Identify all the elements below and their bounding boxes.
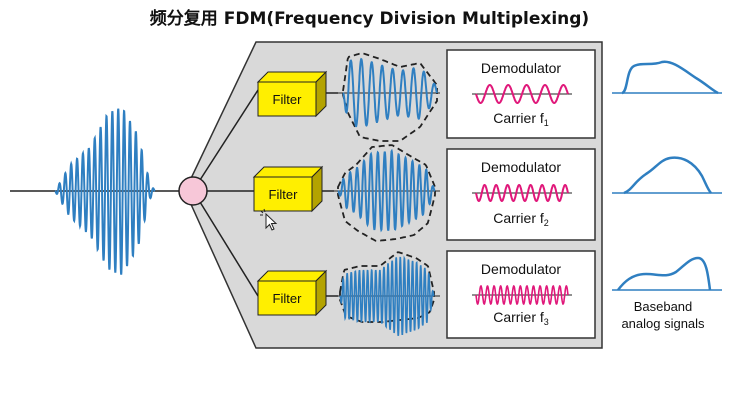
filter-1: Filter (256, 70, 328, 118)
filter-1-label: Filter (273, 92, 303, 107)
demodulator-1: Demodulator Carrier f1 (446, 49, 596, 139)
baseband-output-1 (612, 60, 722, 95)
branch-lines (199, 89, 259, 297)
composite-signal (54, 108, 156, 275)
demodulator-3: Demodulator Carrier f3 (446, 250, 596, 339)
demodulator-1-label: Demodulator (481, 60, 561, 76)
carrier-2-label: Carrier f2 (493, 210, 549, 228)
filter-3-label: Filter (273, 291, 303, 306)
filter-3: Filter (256, 269, 328, 317)
baseband-caption-line2: analog signals (621, 316, 705, 331)
baseband-output-3 (612, 256, 722, 291)
baseband-caption-line1: Baseband (634, 299, 693, 314)
baseband-output-2 (612, 156, 722, 195)
filter-2-label: Filter (269, 187, 299, 202)
carrier-wave-3 (475, 284, 569, 306)
junction-node (178, 176, 208, 206)
band-signal-1 (338, 52, 440, 142)
demodulator-2-label: Demodulator (481, 159, 561, 175)
carrier-wave-2 (475, 184, 569, 202)
band-signal-3 (334, 251, 440, 336)
page-title: 频分复用 FDM(Frequency Division Multiplexing… (149, 9, 590, 29)
carrier-3-label: Carrier f3 (493, 309, 549, 327)
cursor-arrow-icon (260, 208, 278, 231)
carrier-1-label: Carrier f1 (493, 110, 549, 128)
band-signal-2 (334, 144, 440, 242)
carrier-wave-1 (475, 84, 569, 104)
demodulator-3-label: Demodulator (481, 261, 561, 277)
demodulator-2: Demodulator Carrier f2 (446, 148, 596, 241)
filter-2: Filter (252, 165, 324, 213)
